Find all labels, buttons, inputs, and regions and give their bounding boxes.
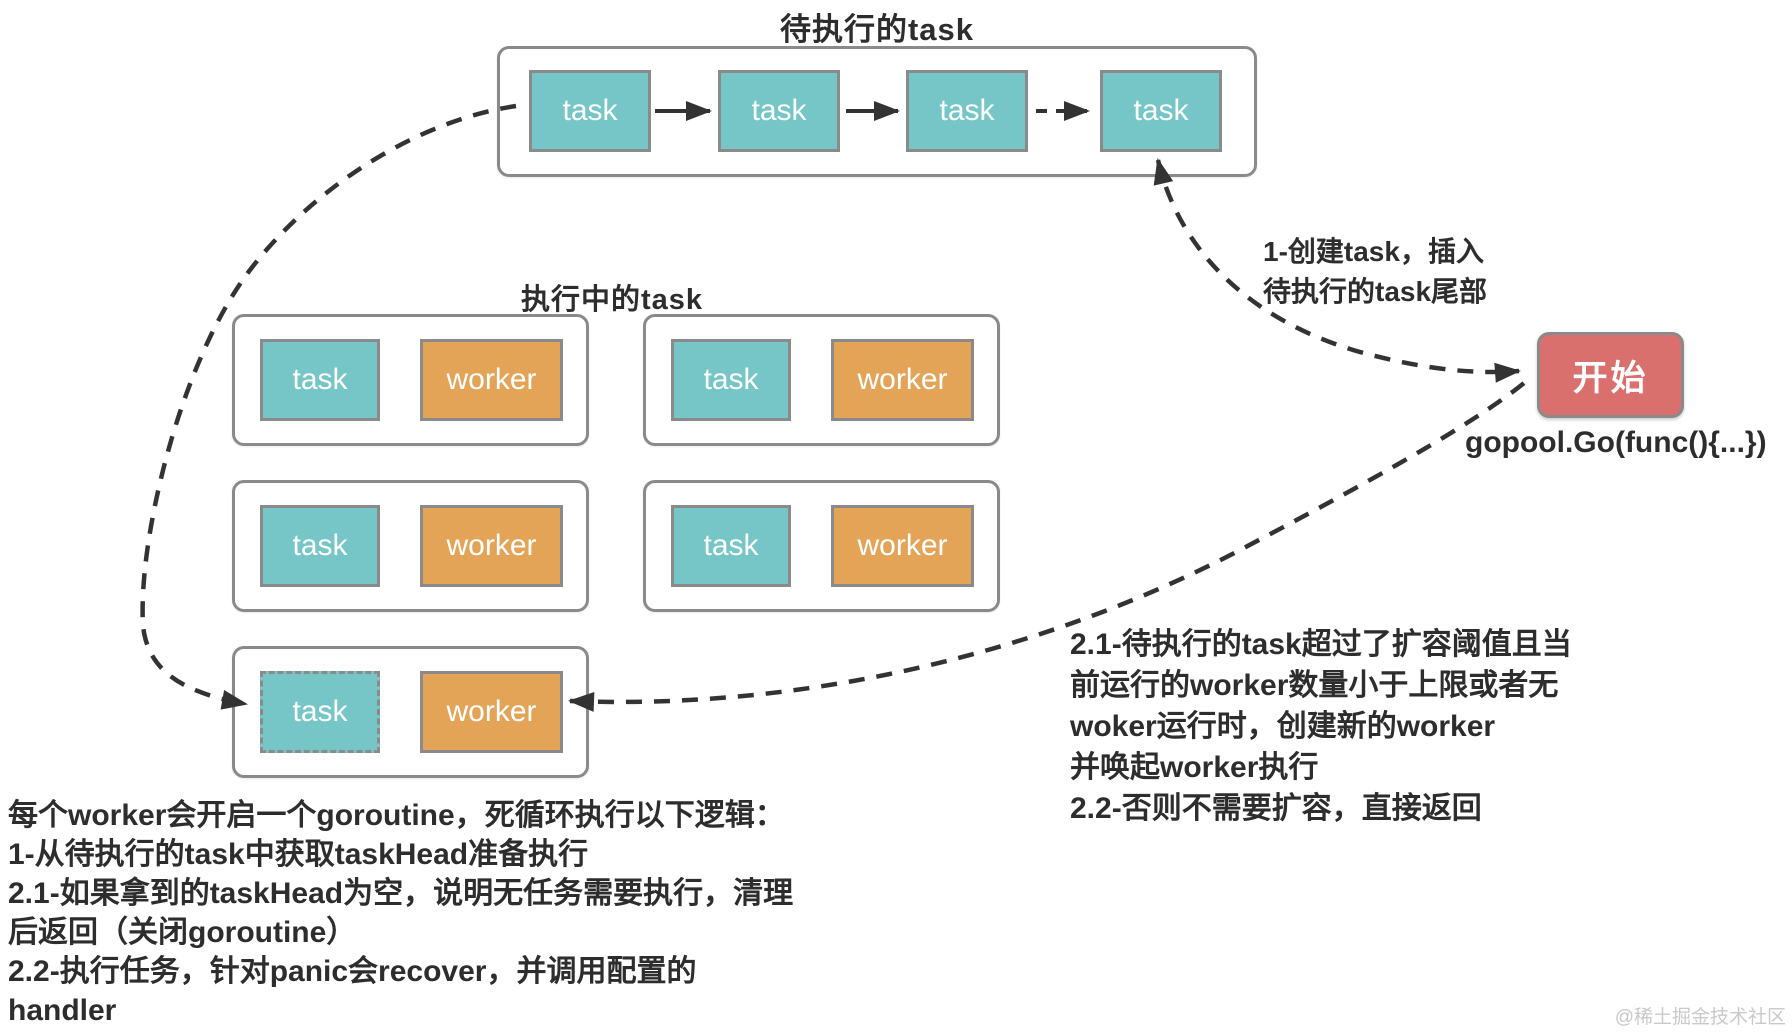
pending-task-1: task	[529, 70, 651, 152]
gopool-call-label: gopool.Go(func(){...})	[1465, 426, 1767, 459]
new-task-node-dashed: task	[260, 671, 380, 753]
annotation-insert-task: 1-创建task，插入 待执行的task尾部	[1263, 232, 1487, 312]
annotation-scale-line-4: 并唤起worker执行	[1070, 751, 1319, 784]
annotation-loop-line-3: 2.1-如果拿到的taskHead为空，说明无任务需要执行，清理	[8, 877, 794, 910]
annotation-loop-line-5: 2.2-执行任务，针对panic会recover，并调用配置的	[8, 955, 697, 988]
running-task-node: task	[260, 339, 380, 421]
pending-task-2: task	[718, 70, 840, 152]
pending-queue-title: 待执行的task	[779, 12, 975, 47]
running-task-node: task	[671, 339, 791, 421]
running-pair-1: task worker	[232, 314, 589, 446]
annotation-scale-line-5: 2.2-否则不需要扩容，直接返回	[1070, 792, 1482, 825]
pending-task-4: task	[1100, 70, 1222, 152]
running-title: 执行中的task	[520, 284, 704, 316]
annotation-loop-line-1: 每个worker会开启一个goroutine，死循环执行以下逻辑：	[8, 799, 785, 832]
running-pair-2: task worker	[643, 314, 1000, 446]
running-worker-node: worker	[831, 339, 974, 421]
annotation-worker-loop: 每个worker会开启一个goroutine，死循环执行以下逻辑： 1-从待执行…	[8, 796, 793, 1030]
running-worker-node: worker	[831, 505, 974, 587]
new-worker-node: worker	[420, 671, 563, 753]
annotation-loop-line-4: 后返回（关闭goroutine）	[8, 916, 357, 949]
running-pair-3: task worker	[232, 480, 589, 612]
annotation-scale-line-2: 前运行的worker数量小于上限或者无	[1070, 669, 1559, 702]
watermark: @稀土掘金技术社区	[1614, 1007, 1786, 1028]
running-worker-node: worker	[420, 505, 563, 587]
running-pair-new: task worker	[232, 646, 589, 778]
annotation-loop-line-6: handler	[8, 994, 117, 1027]
running-worker-node: worker	[420, 339, 563, 421]
running-pair-4: task worker	[643, 480, 1000, 612]
pending-task-3: task	[906, 70, 1028, 152]
annotation-insert-line-2: 待执行的task尾部	[1263, 276, 1488, 307]
annotation-scale-line-1: 2.1-待执行的task超过了扩容阈值且当	[1070, 628, 1572, 661]
start-node: 开始	[1537, 332, 1684, 418]
annotation-scale-rules: 2.1-待执行的task超过了扩容阈值且当 前运行的worker数量小于上限或者…	[1070, 624, 1572, 829]
running-task-node: task	[671, 505, 791, 587]
running-task-node: task	[260, 505, 380, 587]
annotation-loop-line-2: 1-从待执行的task中获取taskHead准备执行	[8, 838, 589, 871]
annotation-insert-line-1: 1-创建task，插入	[1263, 236, 1484, 267]
annotation-scale-line-3: woker运行时，创建新的worker	[1070, 710, 1496, 743]
